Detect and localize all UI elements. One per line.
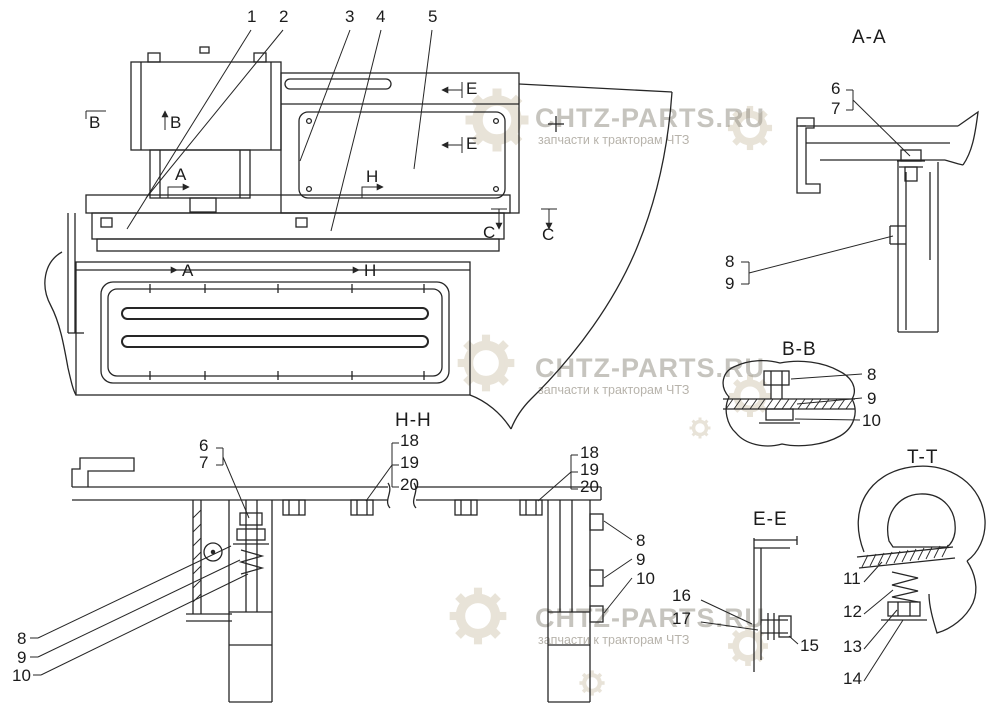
cut-letter-c-right: C xyxy=(542,225,555,244)
cut-letter-e-top: E xyxy=(466,79,478,98)
cut-letter-b-right: B xyxy=(170,113,182,132)
callout-9-hh-left: 9 xyxy=(17,648,27,667)
callout-20-hh-left: 20 xyxy=(400,475,419,494)
callout-19-hh-right: 19 xyxy=(580,460,599,479)
callout-5: 5 xyxy=(428,7,438,26)
callout-8-bb: 8 xyxy=(867,365,877,384)
callout-10-bb: 10 xyxy=(862,411,881,430)
callout-9-hh-right: 9 xyxy=(636,550,646,569)
watermark-subtitle: запчасти к тракторам ЧТЗ xyxy=(538,133,690,147)
callout-2: 2 xyxy=(279,7,289,26)
callout-8-hh-left: 8 xyxy=(17,629,27,648)
callout-6-hh: 6 xyxy=(199,436,209,455)
cut-letter-a-top: A xyxy=(175,165,187,184)
main-view-leaders xyxy=(85,29,557,274)
section-ee-lines xyxy=(753,536,798,672)
section-tt-lines xyxy=(856,465,986,634)
callout-10-hh-left: 10 xyxy=(12,666,31,685)
callout-1: 1 xyxy=(247,7,257,26)
callout-10-hh-right: 10 xyxy=(636,569,655,588)
cut-letter-b-left: B xyxy=(89,113,101,132)
section-bb-lines xyxy=(722,359,856,447)
watermark-brand: CHTZ-PARTS.RU xyxy=(535,103,765,133)
callout-14-tt: 14 xyxy=(843,669,862,688)
callout-8-hh-right: 8 xyxy=(636,531,646,550)
cut-letter-e-bottom: E xyxy=(466,134,478,153)
watermark-subtitle: запчасти к тракторам ЧТЗ xyxy=(538,383,690,397)
section-tt-leaders xyxy=(863,561,904,682)
callout-13-tt: 13 xyxy=(843,637,862,656)
callout-16-ee: 16 xyxy=(672,586,691,605)
cut-letter-h-top: H xyxy=(366,167,379,186)
section-bb-leaders xyxy=(790,373,863,421)
section-title-ee: E-E xyxy=(753,509,788,530)
callout-12-tt: 12 xyxy=(843,602,862,621)
callout-7-hh: 7 xyxy=(199,453,209,472)
section-aa-leaders xyxy=(741,89,911,285)
callout-11-tt: 11 xyxy=(843,569,861,588)
section-hh-lines xyxy=(71,457,604,703)
callout-15-ee: 15 xyxy=(800,636,819,655)
callout-9-bb: 9 xyxy=(867,389,877,408)
callout-4: 4 xyxy=(376,7,386,26)
watermark-brand: CHTZ-PARTS.RU xyxy=(535,353,765,383)
section-hh-leaders xyxy=(30,442,633,676)
callout-7-aa: 7 xyxy=(831,99,841,118)
callout-8-aa: 8 xyxy=(725,252,735,271)
callout-18-hh-right: 18 xyxy=(580,443,599,462)
section-title-hh: H-H xyxy=(395,410,432,431)
cut-letter-c-left: C xyxy=(483,223,496,242)
callout-19-hh-left: 19 xyxy=(400,453,419,472)
callout-9-aa: 9 xyxy=(725,274,735,293)
cut-letter-a-bottom: A xyxy=(182,261,194,280)
section-title-aa: A-A xyxy=(852,27,887,48)
callout-3: 3 xyxy=(345,7,355,26)
main-view-lines xyxy=(44,46,673,430)
callout-6-aa: 6 xyxy=(831,79,841,98)
cut-letter-h-bottom: H xyxy=(364,261,377,280)
section-title-bb: B-B xyxy=(782,339,817,360)
section-title-tt: T-T xyxy=(907,447,939,468)
section-ee-leaders xyxy=(700,599,799,645)
callout-17-ee: 17 xyxy=(672,609,691,628)
callout-20-hh-right: 20 xyxy=(580,477,599,496)
watermark-subtitle: запчасти к тракторам ЧТЗ xyxy=(538,633,690,647)
watermark-brand: CHTZ-PARTS.RU xyxy=(535,603,765,633)
callout-18-hh-left: 18 xyxy=(400,431,419,450)
